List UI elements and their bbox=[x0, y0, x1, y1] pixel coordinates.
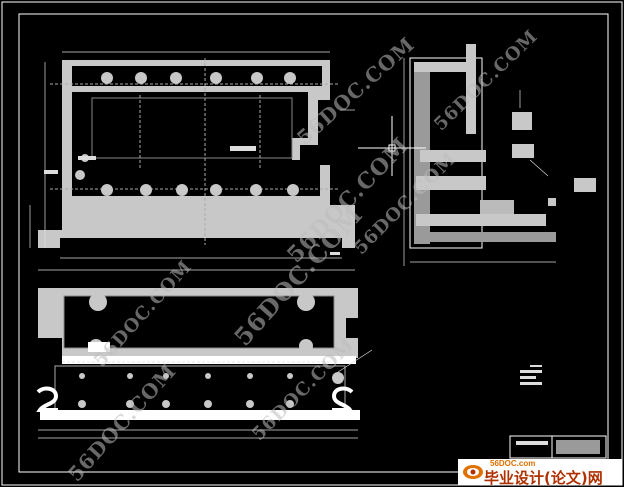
site-domain: 56DOC.com bbox=[490, 459, 536, 468]
front-elevation-view bbox=[29, 51, 355, 271]
technical-notes-block bbox=[520, 365, 542, 385]
side-section-view bbox=[403, 44, 596, 266]
plan-view bbox=[36, 288, 373, 439]
title-block bbox=[509, 435, 607, 459]
crosshair-cursor bbox=[358, 116, 426, 176]
site-banner[interactable]: 56DOC.com 毕业设计(论文)网 bbox=[458, 459, 622, 487]
site-label: 毕业设计(论文)网 bbox=[484, 469, 603, 487]
site-logo-icon bbox=[463, 465, 483, 479]
